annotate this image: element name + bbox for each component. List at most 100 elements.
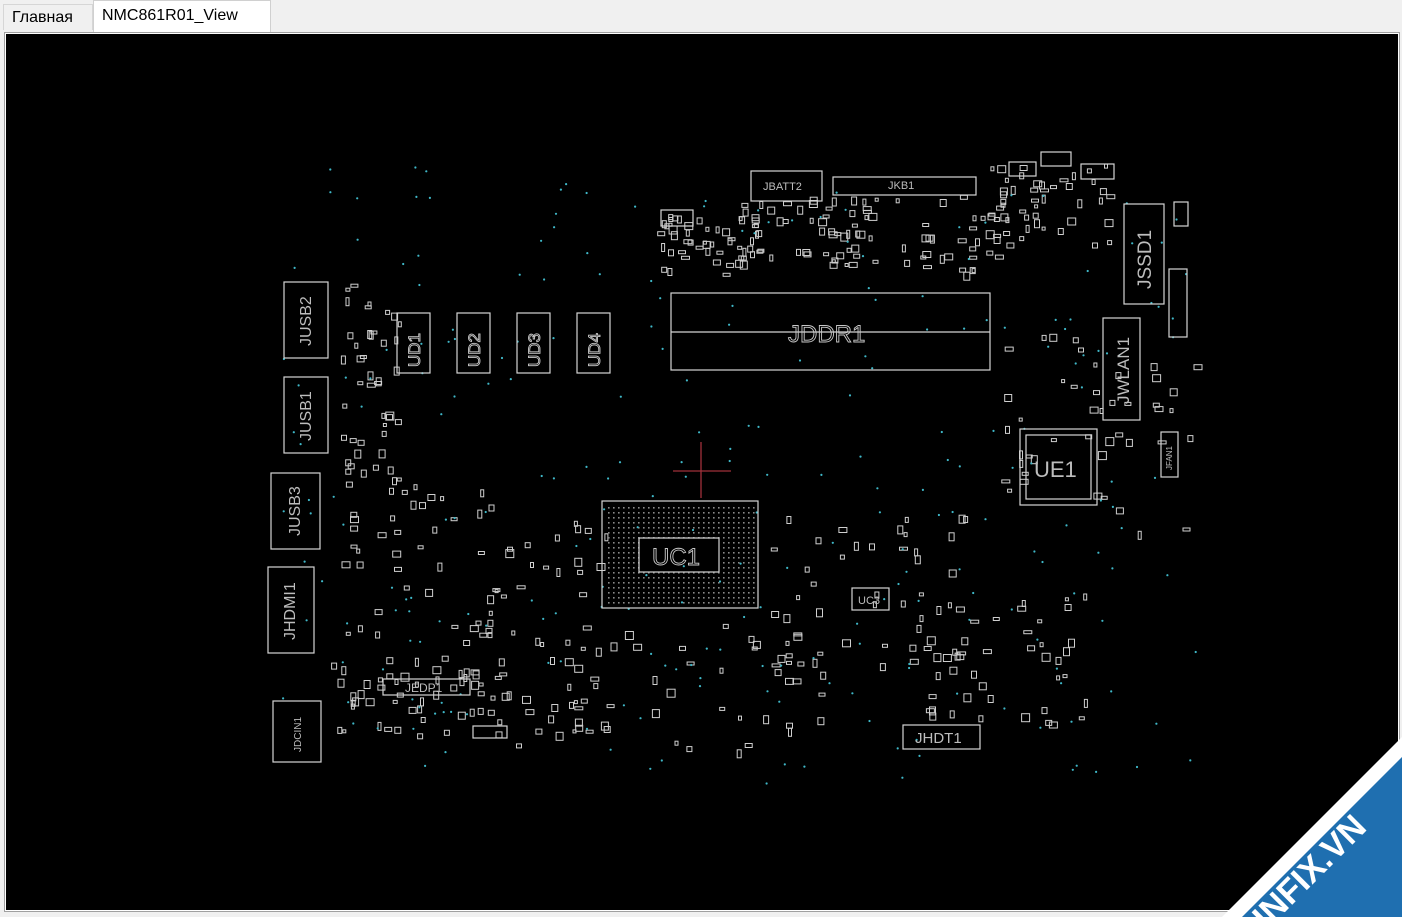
- bga-ball: [638, 572, 640, 574]
- bga-ball: [723, 597, 725, 599]
- smd-pad: [463, 640, 471, 646]
- bga-ball: [628, 577, 630, 579]
- smd-pad: [785, 640, 790, 646]
- bga-ball: [648, 527, 650, 529]
- bga-ball: [703, 582, 705, 584]
- ud3-outline: [516, 312, 551, 374]
- label-jdcin1: JDCIN1: [293, 717, 304, 752]
- bga-ball: [748, 547, 750, 549]
- via: [356, 197, 359, 200]
- smd-pad: [633, 643, 643, 651]
- smd-pad: [1105, 437, 1115, 447]
- bga-ball: [743, 512, 745, 514]
- smd-pad: [1182, 527, 1191, 532]
- via: [418, 283, 421, 287]
- smd-pad: [987, 695, 994, 703]
- bga-ball: [718, 572, 720, 574]
- via: [755, 511, 758, 514]
- smd-pad: [487, 709, 495, 716]
- smd-pad: [929, 712, 937, 721]
- smd-pad: [922, 251, 932, 258]
- smd-pad: [710, 241, 715, 248]
- bga-ball: [643, 517, 645, 519]
- bga-ball: [618, 517, 620, 519]
- smd-pad: [535, 728, 543, 735]
- smd-pad: [986, 250, 994, 256]
- bga-ball: [748, 567, 750, 569]
- bga-ball: [678, 512, 680, 514]
- bga-ball: [663, 532, 665, 534]
- bga-ball: [633, 587, 635, 589]
- via: [282, 697, 285, 700]
- bga-ball: [743, 547, 745, 549]
- smd-pad: [380, 339, 387, 347]
- smd-pad: [897, 525, 904, 535]
- bga-ball: [658, 597, 660, 599]
- smd-pad: [862, 198, 867, 206]
- smd-pad: [357, 381, 364, 386]
- smd-pad: [809, 217, 814, 224]
- bga-ball: [753, 522, 755, 524]
- bga-ball: [633, 512, 635, 514]
- bga-ball: [643, 527, 645, 529]
- bga-ball: [738, 562, 740, 564]
- tab-home[interactable]: Главная: [3, 4, 93, 30]
- via: [553, 226, 556, 229]
- bga-ball: [753, 557, 755, 559]
- bga-ball: [688, 507, 690, 509]
- board-drawing[interactable]: JBATT2 JKB1 JDDR1 UD1 UD2 UD3 UD4 JUSB2 …: [6, 34, 1398, 910]
- smd-pad: [668, 225, 678, 235]
- bga-ball: [623, 537, 625, 539]
- bga-ball: [733, 542, 735, 544]
- tab-board-view[interactable]: NMC861R01_View: [93, 0, 271, 32]
- smd-pad: [756, 230, 763, 238]
- smd-pad: [368, 330, 374, 340]
- smd-pad: [868, 235, 873, 242]
- via: [876, 487, 879, 490]
- smd-pad: [1065, 183, 1073, 190]
- smd-pad: [770, 547, 778, 552]
- smd-pad: [1041, 652, 1051, 662]
- bga-ball: [623, 577, 625, 579]
- bga-ball: [718, 507, 720, 509]
- bga-ball: [633, 602, 635, 604]
- smd-pad: [1071, 172, 1076, 181]
- smd-pad: [874, 197, 879, 202]
- bga-ball: [693, 597, 695, 599]
- via: [699, 677, 702, 680]
- bga-ball: [668, 602, 670, 604]
- bga-ball: [638, 507, 640, 509]
- bga-ball: [713, 592, 715, 594]
- bga-ball: [613, 532, 615, 534]
- smd-pad: [1021, 471, 1029, 476]
- smd-pad: [1017, 605, 1027, 612]
- via: [409, 639, 412, 642]
- smd-pad: [610, 642, 618, 652]
- via: [1118, 354, 1121, 357]
- via: [1155, 722, 1158, 725]
- bga-ball: [723, 537, 725, 539]
- bga-ball: [748, 557, 750, 559]
- via: [766, 690, 769, 693]
- smd-pad: [678, 250, 686, 255]
- smd-pad: [548, 715, 555, 724]
- via: [1086, 269, 1089, 273]
- tab-bar: Главная NMC861R01_View: [0, 0, 1402, 32]
- bga-ball: [718, 587, 720, 589]
- bga-ball: [663, 582, 665, 584]
- board-viewer-canvas[interactable]: JBATT2 JKB1 JDDR1 UD1 UD2 UD3 UD4 JUSB2 …: [6, 34, 1398, 910]
- via: [418, 706, 421, 709]
- bga-ball: [668, 587, 670, 589]
- smd-pad: [535, 637, 541, 646]
- bga-ball: [668, 512, 670, 514]
- bga-ball: [673, 532, 675, 534]
- bga-ball: [698, 582, 700, 584]
- bga-ball: [678, 532, 680, 534]
- smd-pad: [1097, 451, 1107, 461]
- smd-pad: [498, 658, 505, 667]
- smd-pad: [667, 268, 673, 276]
- smd-pad: [374, 609, 383, 616]
- bga-ball: [628, 602, 630, 604]
- bga-ball: [613, 572, 615, 574]
- bga-ball: [678, 582, 680, 584]
